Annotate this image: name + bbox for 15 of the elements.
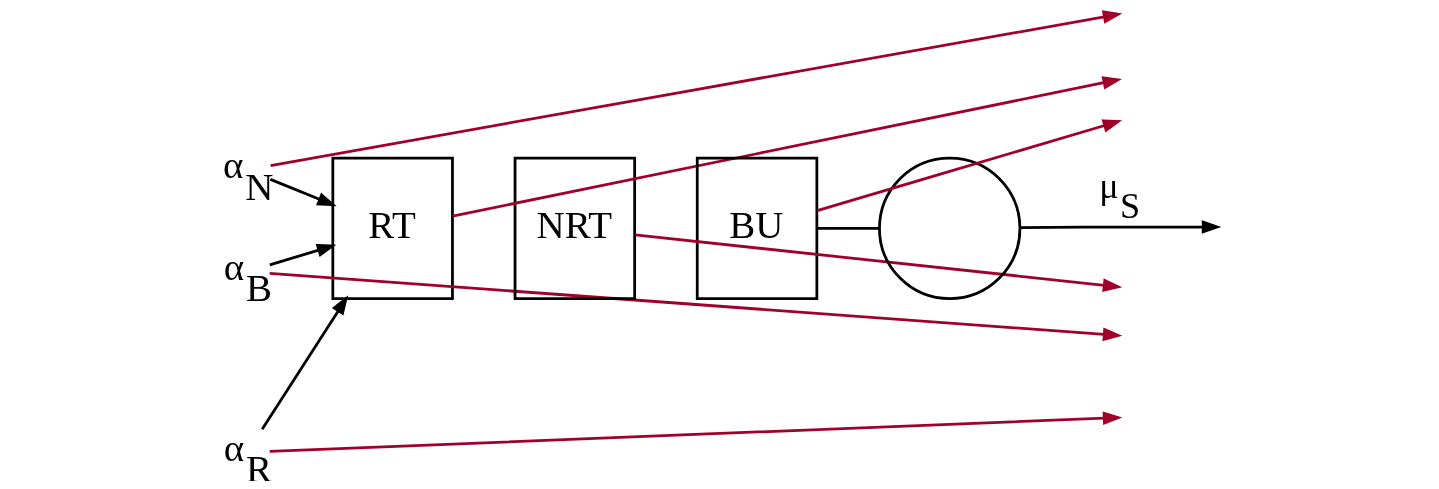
arrow (451, 76, 1122, 218)
connector (816, 227, 879, 230)
arrow (269, 411, 1122, 453)
arrow (269, 10, 1122, 167)
node-box: BU (695, 156, 818, 301)
arrow (816, 119, 1122, 212)
node-box: NRT (513, 156, 636, 301)
arrow (260, 295, 348, 430)
arrow (268, 243, 336, 267)
node-box: RT (330, 156, 454, 301)
arrow (269, 178, 337, 207)
arrow (634, 233, 1122, 292)
arrow (269, 271, 1122, 342)
node-circle (877, 156, 1021, 301)
arrow (1019, 220, 1221, 234)
